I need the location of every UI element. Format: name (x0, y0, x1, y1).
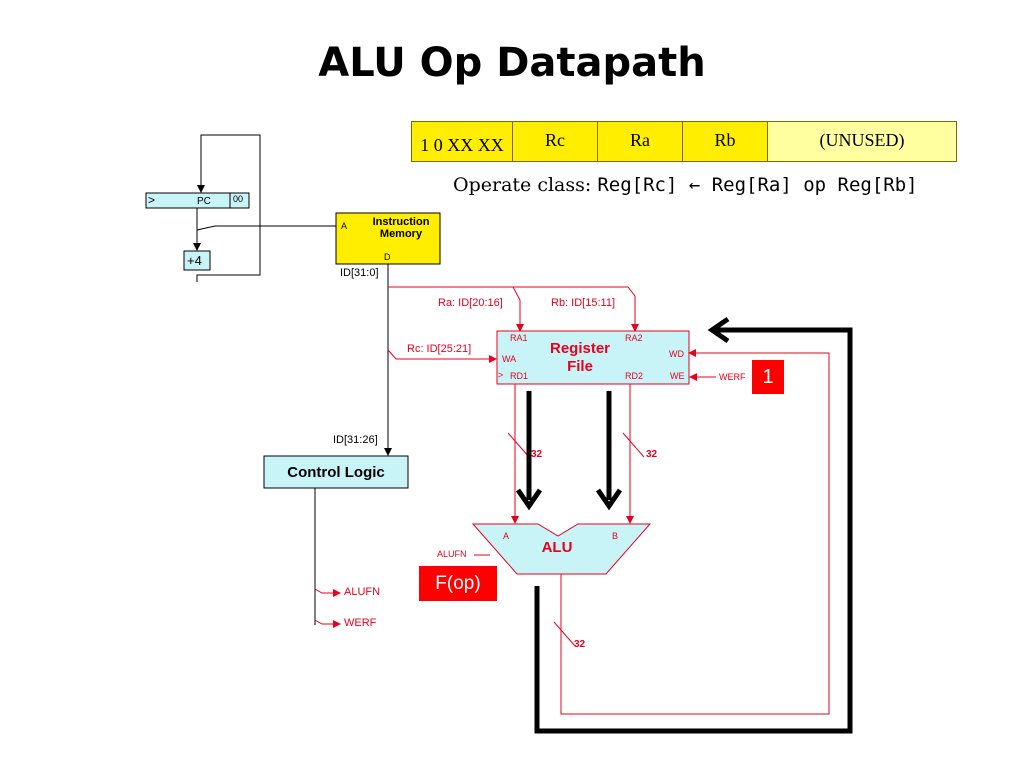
id-opcode-label: ID[31:26] (333, 434, 378, 446)
adder-label: +4 (187, 253, 202, 268)
alufn-input-label: ALUFN (437, 549, 467, 559)
rb-label: Rb (714, 130, 736, 150)
pc-to-imem-wire (196, 225, 336, 231)
ra-field-label: Ra: ID[20:16] (438, 297, 503, 309)
alu-title: ALU (541, 539, 573, 556)
unused-label: (UNUSED) (819, 130, 905, 150)
flow-arrow-writeback (534, 327, 853, 734)
alu-port-a: A (503, 531, 510, 541)
operate-class-formula: Operate class: Reg[Rc] ← Reg[Ra] op Reg[… (453, 174, 918, 197)
regfile-we-port: WE (670, 371, 685, 381)
regfile-clock-glyph: > (498, 370, 504, 380)
werf-output-wire (314, 619, 341, 628)
ra-label: Ra (630, 130, 650, 150)
rc-field-wire (387, 349, 497, 363)
instruction-memory-block (335, 212, 441, 265)
regfile-wa-port: WA (502, 354, 517, 364)
pc-feedback-wire (196, 134, 261, 282)
regfile-wd-port: WD (669, 349, 684, 359)
control-logic-title: Control Logic (287, 464, 385, 481)
adder-box (183, 250, 211, 271)
werf-value-badge: 1 (752, 360, 784, 394)
rd2-width-label: 32 (646, 449, 658, 460)
control-output-werf: WERF (344, 617, 377, 629)
alufn-value-badge: F(op) (419, 566, 497, 601)
alu-port-b: B (612, 531, 619, 541)
pc-clock-glyph: > (148, 193, 156, 207)
ra-field-wire (388, 286, 524, 332)
regfile-title-line2: File (567, 358, 593, 375)
alu-out-width-tick (553, 621, 576, 647)
opcode-field: 1 0 XX XX (411, 121, 513, 162)
imem-port-a: A (341, 221, 348, 231)
flow-arrow-writeback-head (707, 316, 730, 344)
alu-block (471, 523, 652, 575)
pc-low-bits-label: 00 (233, 194, 244, 204)
rb-field-label: Rb: ID[15:11] (551, 297, 615, 309)
rc-label: Rc (545, 130, 565, 150)
rd1-width-label: 32 (531, 449, 543, 460)
rd2-width-tick (622, 432, 645, 458)
id-full-label: ID[31:0] (340, 267, 379, 279)
regfile-rd1-port: RD1 (510, 371, 529, 381)
regfile-ra2-port: RA2 (625, 333, 643, 343)
flow-arrow-rd2-head (595, 488, 623, 511)
werf-input-label: WERF (719, 372, 746, 382)
imem-title: Instruction Memory (372, 216, 430, 240)
alufn-output-wire (314, 588, 341, 597)
pc-label: PC (197, 196, 211, 207)
rb-field-wire (388, 286, 639, 332)
alu-out-width-label: 32 (574, 639, 586, 650)
regfile-title-line1: Register (549, 340, 611, 357)
unused-field: (UNUSED) (767, 121, 957, 162)
ra-field: Ra (597, 121, 683, 162)
regfile-ra1-port: RA1 (510, 333, 528, 343)
rc-field-label: Rc: ID[25:21] (407, 343, 472, 355)
opcode-label: 1 0 XX XX (420, 135, 504, 155)
alu-writeback-wire (560, 349, 830, 715)
rd1-width-tick (507, 432, 530, 458)
control-output-alufn: ALUFN (344, 586, 381, 598)
flow-arrow-rd1-head (515, 488, 543, 511)
imem-port-d: D (384, 252, 391, 262)
control-logic-block (263, 455, 409, 489)
regfile-rd2-port: RD2 (625, 371, 644, 381)
formula-expression: Reg[Rc] ← Reg[Ra] op Reg[Rb] (597, 174, 918, 196)
register-file-block (496, 330, 690, 385)
formula-prefix: Operate class: (453, 174, 598, 196)
page-title: ALU Op Datapath (318, 40, 706, 86)
